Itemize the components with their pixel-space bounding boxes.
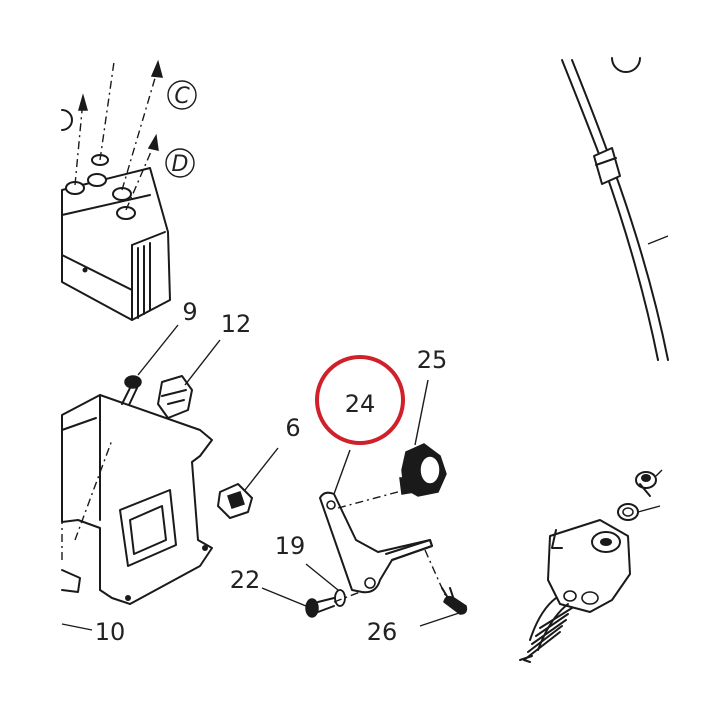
part-12-clip [157, 339, 221, 419]
part-10-leader [61, 623, 93, 631]
part-6-clip [217, 447, 279, 519]
callout-9: 9 [182, 298, 197, 326]
callout-12: 12 [221, 310, 252, 338]
letter-c-label: C [174, 84, 190, 109]
callout-25: 25 [417, 346, 448, 374]
callout-22: 22 [230, 566, 261, 594]
callout-6: 6 [285, 414, 300, 442]
part-9-bolt [121, 324, 179, 406]
hydraulic-unit [61, 154, 171, 321]
part-24-bracket [319, 449, 446, 596]
letter-d-marker: D [165, 148, 195, 178]
cylinder-assembly [519, 519, 631, 663]
part-25-sensor [399, 379, 447, 497]
cylinder-washers [617, 469, 663, 521]
letter-c-marker: C [167, 80, 197, 110]
highlight-ring-24 [315, 355, 405, 445]
callout-24: 24 [345, 390, 376, 418]
part-26-screw [419, 587, 468, 627]
hydraulic-axis-lines [74, 59, 164, 211]
partial-letter-marker [61, 109, 73, 131]
letter-d-label: D [172, 152, 189, 177]
partial-letter-marker-top-right [611, 57, 641, 73]
brake-hose [561, 59, 669, 361]
callout-19: 19 [275, 532, 306, 560]
callout-10: 10 [95, 618, 126, 646]
mounting-bracket [61, 394, 213, 605]
callout-26: 26 [367, 618, 398, 646]
part-22-bolt [261, 587, 361, 618]
